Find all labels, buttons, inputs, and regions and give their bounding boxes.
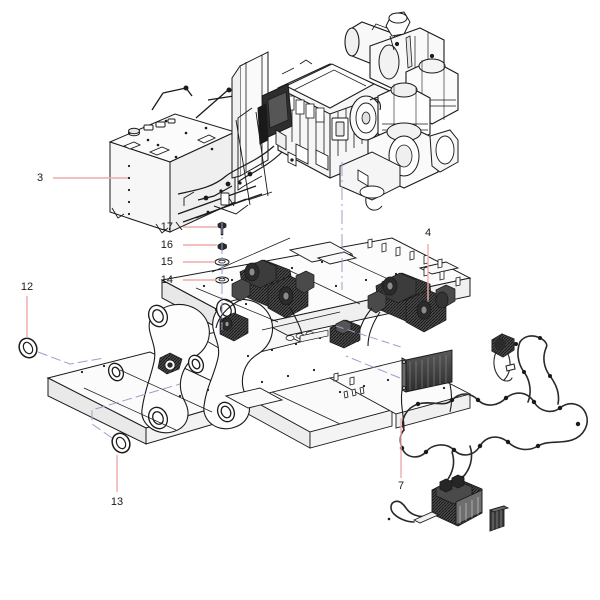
spacer-ring-upper [15, 334, 41, 362]
callout-label-7[interactable]: 7 [398, 480, 404, 492]
chassis-frame [46, 237, 472, 449]
callout-label-12[interactable]: 12 [21, 281, 33, 293]
callout-label-13[interactable]: 13 [111, 496, 123, 508]
fuel-tank [108, 85, 263, 234]
callout-label-16[interactable]: 16 [161, 239, 173, 251]
callout-labels: 3 4 7 12 13 14 15 16 17 [21, 172, 431, 508]
hydraulic-pumps [215, 259, 456, 349]
control-box [387, 474, 510, 532]
callout-leaders [26, 177, 429, 492]
engine-assembly [177, 11, 459, 211]
callout-label-4[interactable]: 4 [425, 227, 431, 239]
oil-cooler [400, 349, 453, 429]
callout-label-15[interactable]: 15 [161, 256, 173, 268]
hardware-stack [214, 221, 230, 284]
callout-label-17[interactable]: 17 [161, 221, 173, 233]
callout-label-14[interactable]: 14 [161, 274, 173, 286]
callout-label-3[interactable]: 3 [37, 172, 43, 184]
